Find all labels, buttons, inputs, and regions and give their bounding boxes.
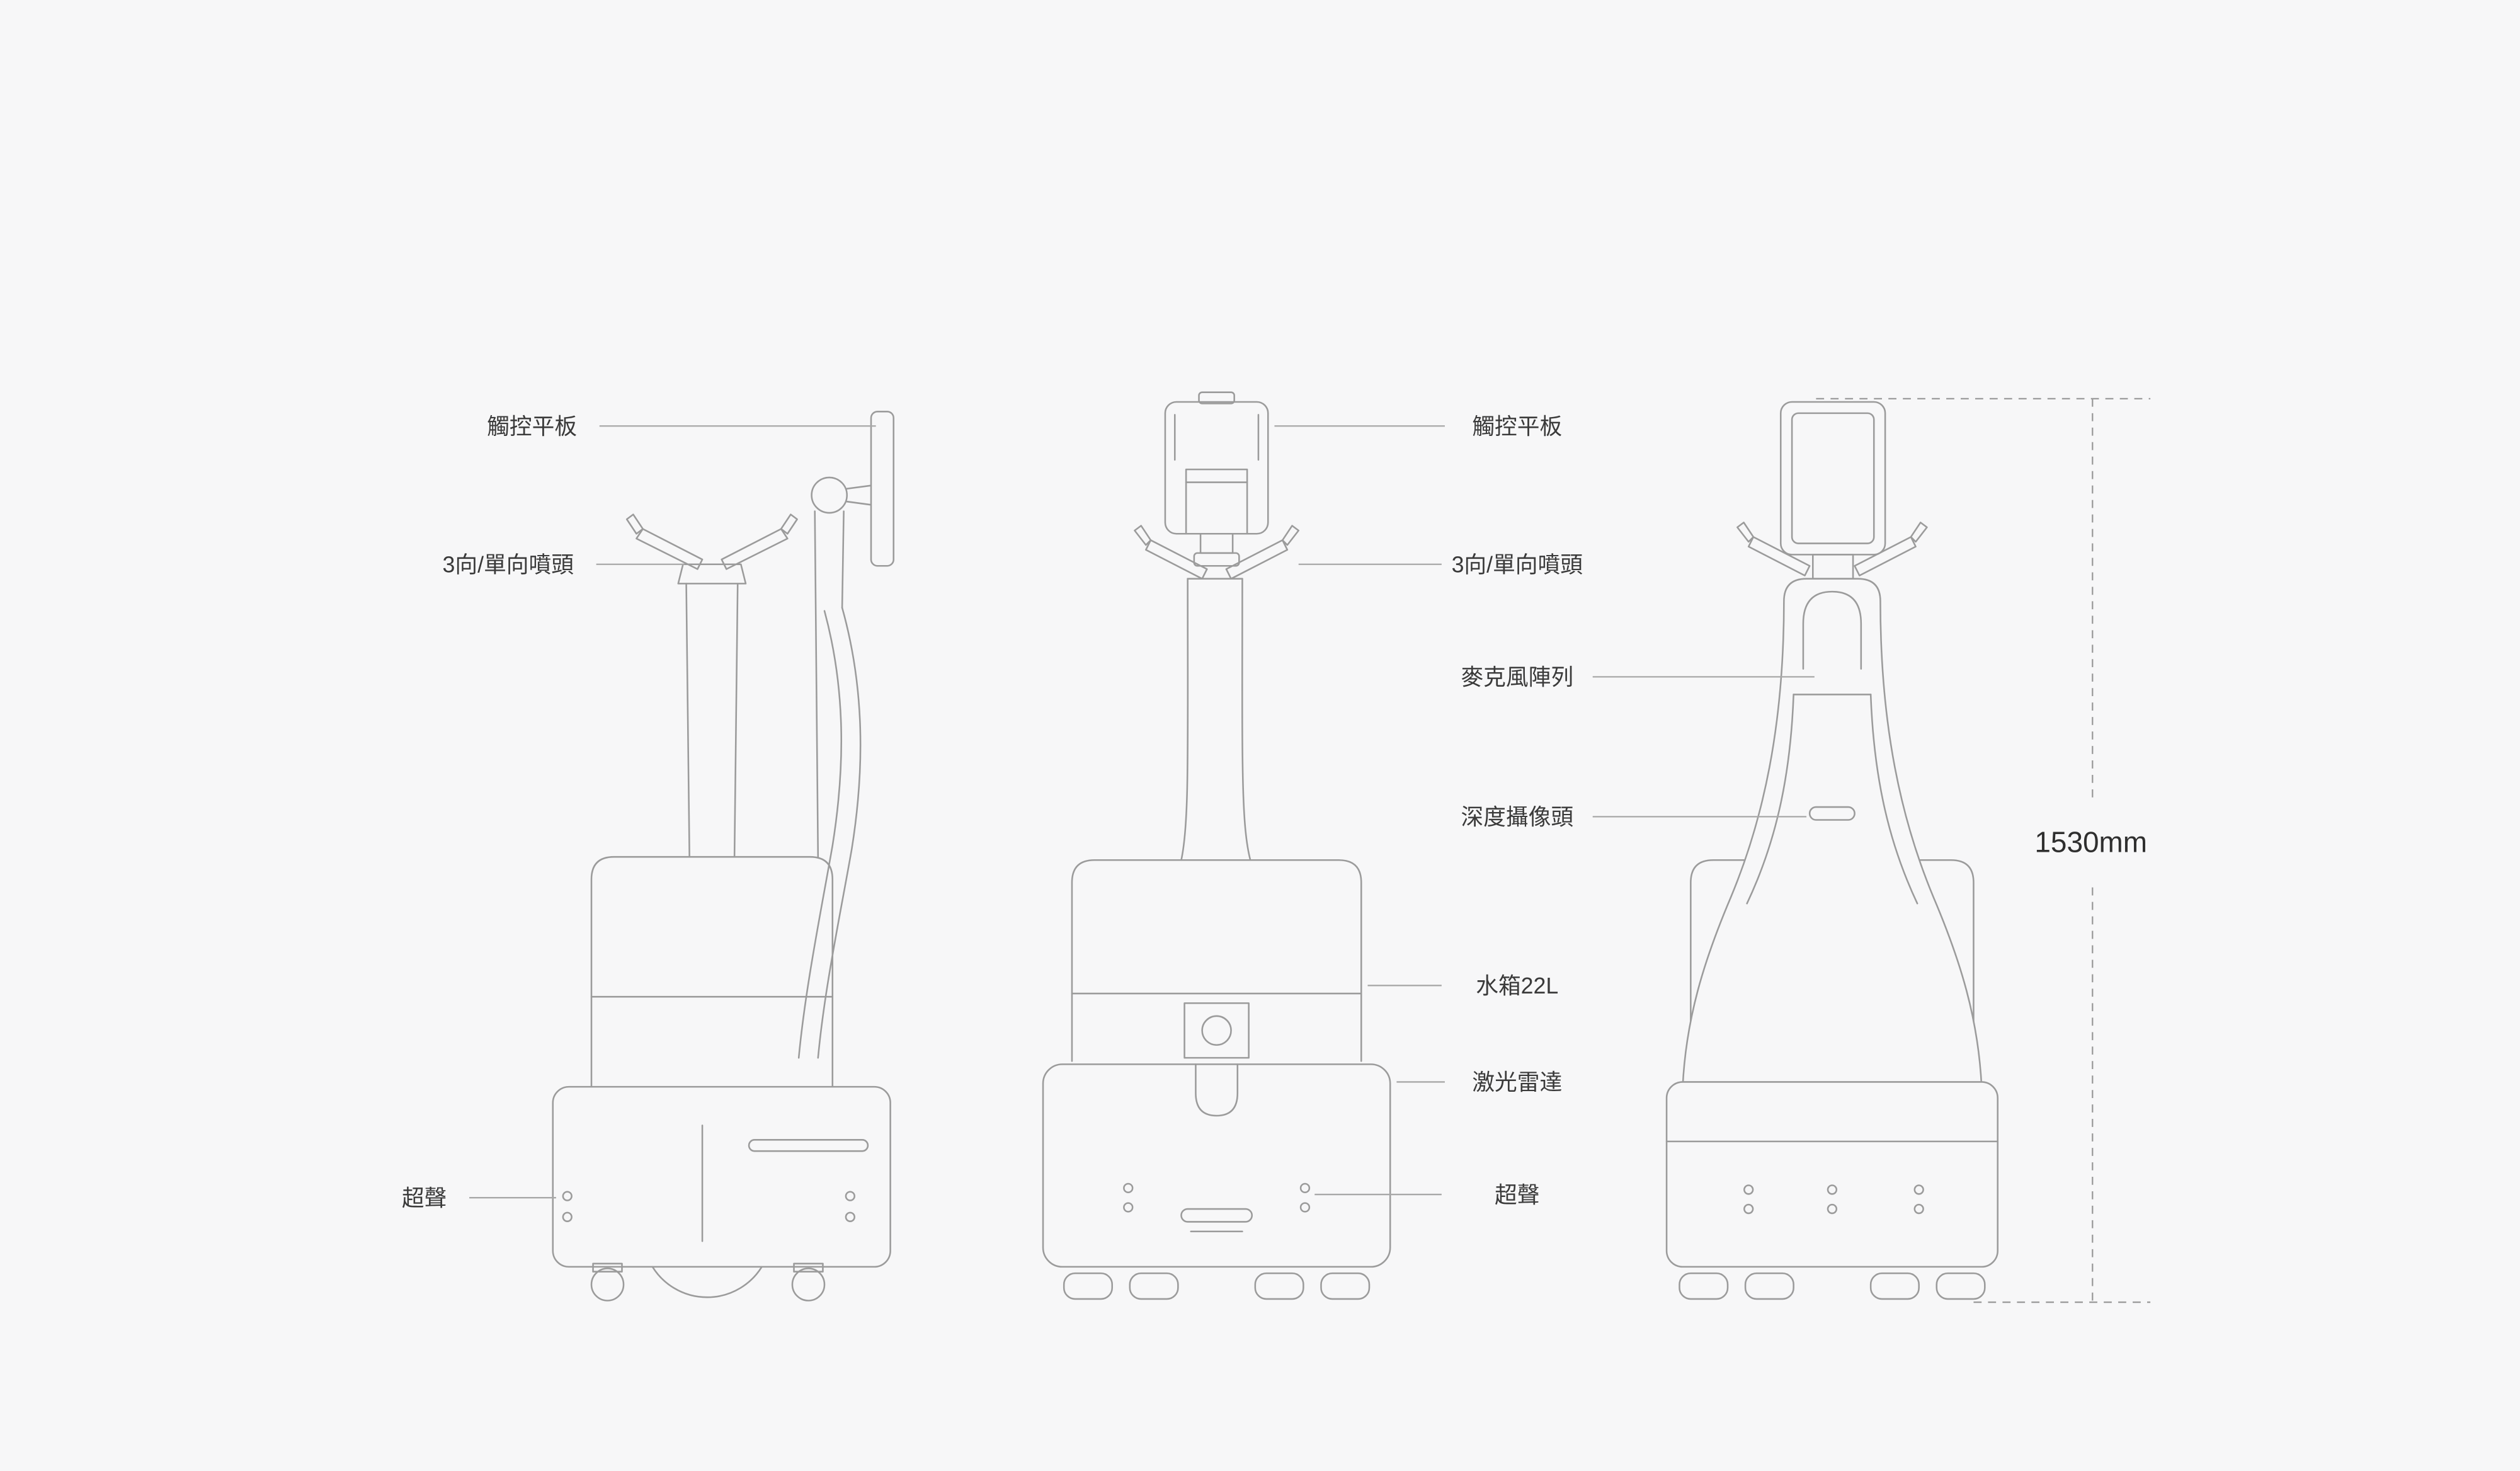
tablet-rear [1779,401,1886,556]
robot-side-view [552,411,894,1302]
side-ultrasonic-label: 超聲 [402,1186,447,1211]
leader-lines [469,425,1815,1199]
labels: 觸控平板 3向/單向噴頭 超聲 觸控平板 3向/單向噴頭 麥克風陣列 深度攝像頭… [402,414,1583,1211]
ultrasonic-sensor-dot [1123,1182,1134,1194]
tablet-side [870,411,894,567]
center-water-tank-label: 水箱22L [1476,973,1558,999]
depth-camera-window [1808,806,1856,821]
base-rear [1665,1081,1998,1268]
hose [817,607,862,1059]
spray-nozzle-front [1145,539,1208,580]
base-front [1042,1063,1391,1268]
tank-front [1071,859,1362,1062]
center-lidar-label: 激光雷達 [1472,1070,1562,1095]
drive-wheel [651,1266,763,1298]
height-dimension-label: 1530mm [2034,826,2147,859]
robot-rear-view [1665,401,1998,1300]
side-touch-panel-label: 觸控平板 [487,414,577,439]
center-touch-panel-label: 觸控平板 [1472,414,1562,439]
microphone-array-area [1802,590,1862,670]
center-spray-nozzle-label: 3向/單向噴頭 [1452,552,1583,577]
ultrasonic-sensor-dot [562,1191,573,1201]
center-ultrasonic-label: 超聲 [1495,1182,1539,1208]
dimension-marks: 1530mm [1816,398,2151,1303]
center-depth-camera-label: 深度攝像頭 [1461,804,1573,830]
tablet-front [1164,401,1269,535]
ultrasonic-sensor-dot [1743,1184,1754,1195]
center-microphone-array-label: 麥克風陣列 [1461,665,1573,690]
spray-nozzle-side [636,528,704,570]
robot-front-view [1042,391,1391,1300]
tank-side [590,856,834,1088]
base-side [552,1085,891,1268]
side-spray-nozzle-label: 3向/單向噴頭 [443,552,574,577]
arm-pivot [811,476,848,514]
back-cover [1682,578,1983,1088]
spray-nozzle-rear [1747,536,1811,576]
lidar-window [1180,1208,1253,1223]
